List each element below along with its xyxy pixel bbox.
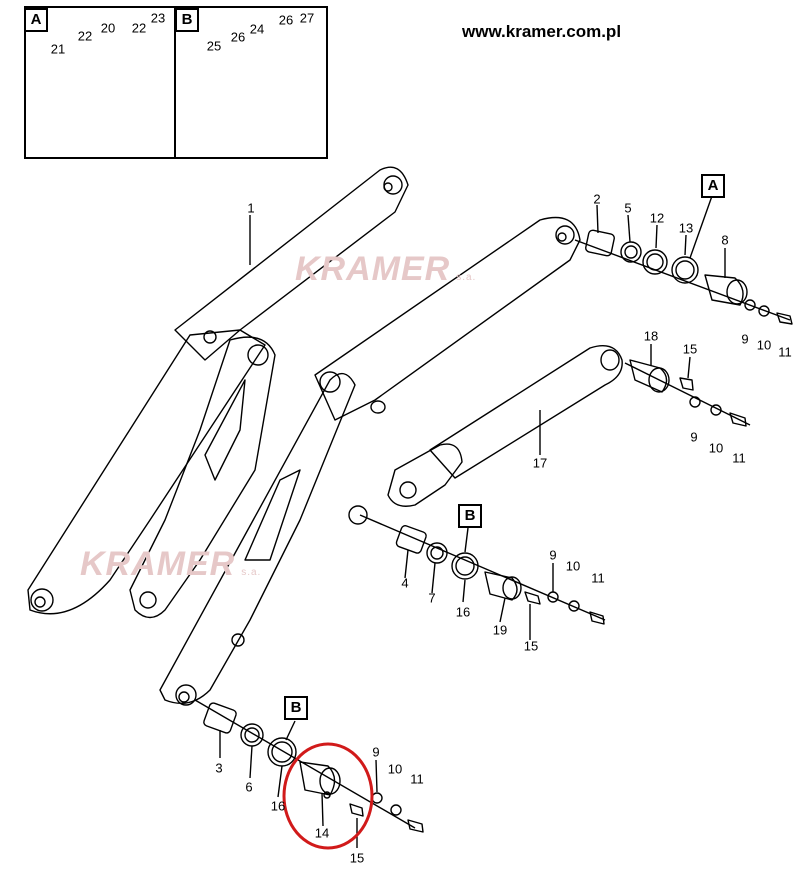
watermark-top: KRAMER s.a. (295, 250, 476, 289)
inset-b-part-label: 25 (206, 38, 222, 54)
part-label: 2 (593, 191, 601, 207)
callout-box-b: B (284, 696, 308, 720)
part-label: 11 (591, 570, 605, 586)
inset-a-part-label: 20 (100, 20, 116, 36)
highlight-circle (282, 742, 374, 850)
inset-b-frame (174, 6, 328, 159)
part-label: 16 (455, 604, 471, 620)
watermark-text: KRAMER (80, 545, 236, 583)
part-label: 10 (387, 761, 403, 777)
inset-b-part-label: 26 (278, 12, 294, 28)
part-label: 9 (690, 429, 698, 445)
part-label: 10 (708, 440, 724, 456)
part-label: 11 (410, 771, 424, 787)
part-label: 15 (523, 638, 539, 654)
part-label: 4 (401, 575, 409, 591)
inset-a-label: A (24, 8, 48, 32)
part-label: 10 (756, 337, 772, 353)
inset-b-label: B (175, 8, 199, 32)
part-label: 13 (678, 220, 694, 236)
hydraulic-cylinder (429, 345, 623, 479)
part-label: 8 (721, 232, 729, 248)
part-label: 6 (245, 779, 253, 795)
watermark-suffix: s.a. (241, 567, 262, 578)
part-label: 9 (549, 547, 557, 563)
part-label: 11 (732, 450, 746, 466)
boom-arm-second (314, 216, 581, 421)
part-label: 18 (643, 328, 659, 344)
boom-arm-second-lower (159, 372, 356, 704)
part-label: 3 (215, 760, 223, 776)
part-label: 10 (565, 558, 581, 574)
boom-arm-upper (174, 166, 409, 361)
part-label: 19 (492, 622, 508, 638)
callout-box-a: A (701, 174, 725, 198)
part-label: 9 (741, 331, 749, 347)
boom-arm-lower (27, 329, 266, 615)
part-label: 15 (349, 850, 365, 866)
watermark-bottom: KRAMER s.a. (80, 545, 261, 584)
part-label: 17 (532, 455, 548, 471)
part-label: 5 (624, 200, 632, 216)
crossmember (129, 336, 276, 619)
callout-box-b: B (458, 504, 482, 528)
part-label: 16 (270, 798, 286, 814)
inset-b-part-label: 26 (230, 29, 246, 45)
inset-a-part-label: 22 (77, 28, 93, 44)
website-url: www.kramer.com.pl (462, 22, 622, 41)
part-label: 7 (428, 590, 436, 606)
part-label: 11 (778, 344, 792, 360)
part-label: 12 (649, 210, 665, 226)
part-label: 9 (372, 744, 380, 760)
watermark-text: KRAMER (295, 250, 451, 288)
part-label-highlighted: 14 (314, 825, 330, 841)
inset-b-part-label: 24 (249, 21, 265, 37)
part-label: 15 (682, 341, 698, 357)
watermark-suffix: s.a. (456, 272, 477, 283)
inset-a-part-label: 21 (50, 41, 66, 57)
part-label: 1 (247, 200, 255, 216)
inset-a-part-label: 23 (150, 10, 166, 26)
inset-a-part-label: 22 (131, 20, 147, 36)
inset-b-part-label: 27 (299, 10, 315, 26)
